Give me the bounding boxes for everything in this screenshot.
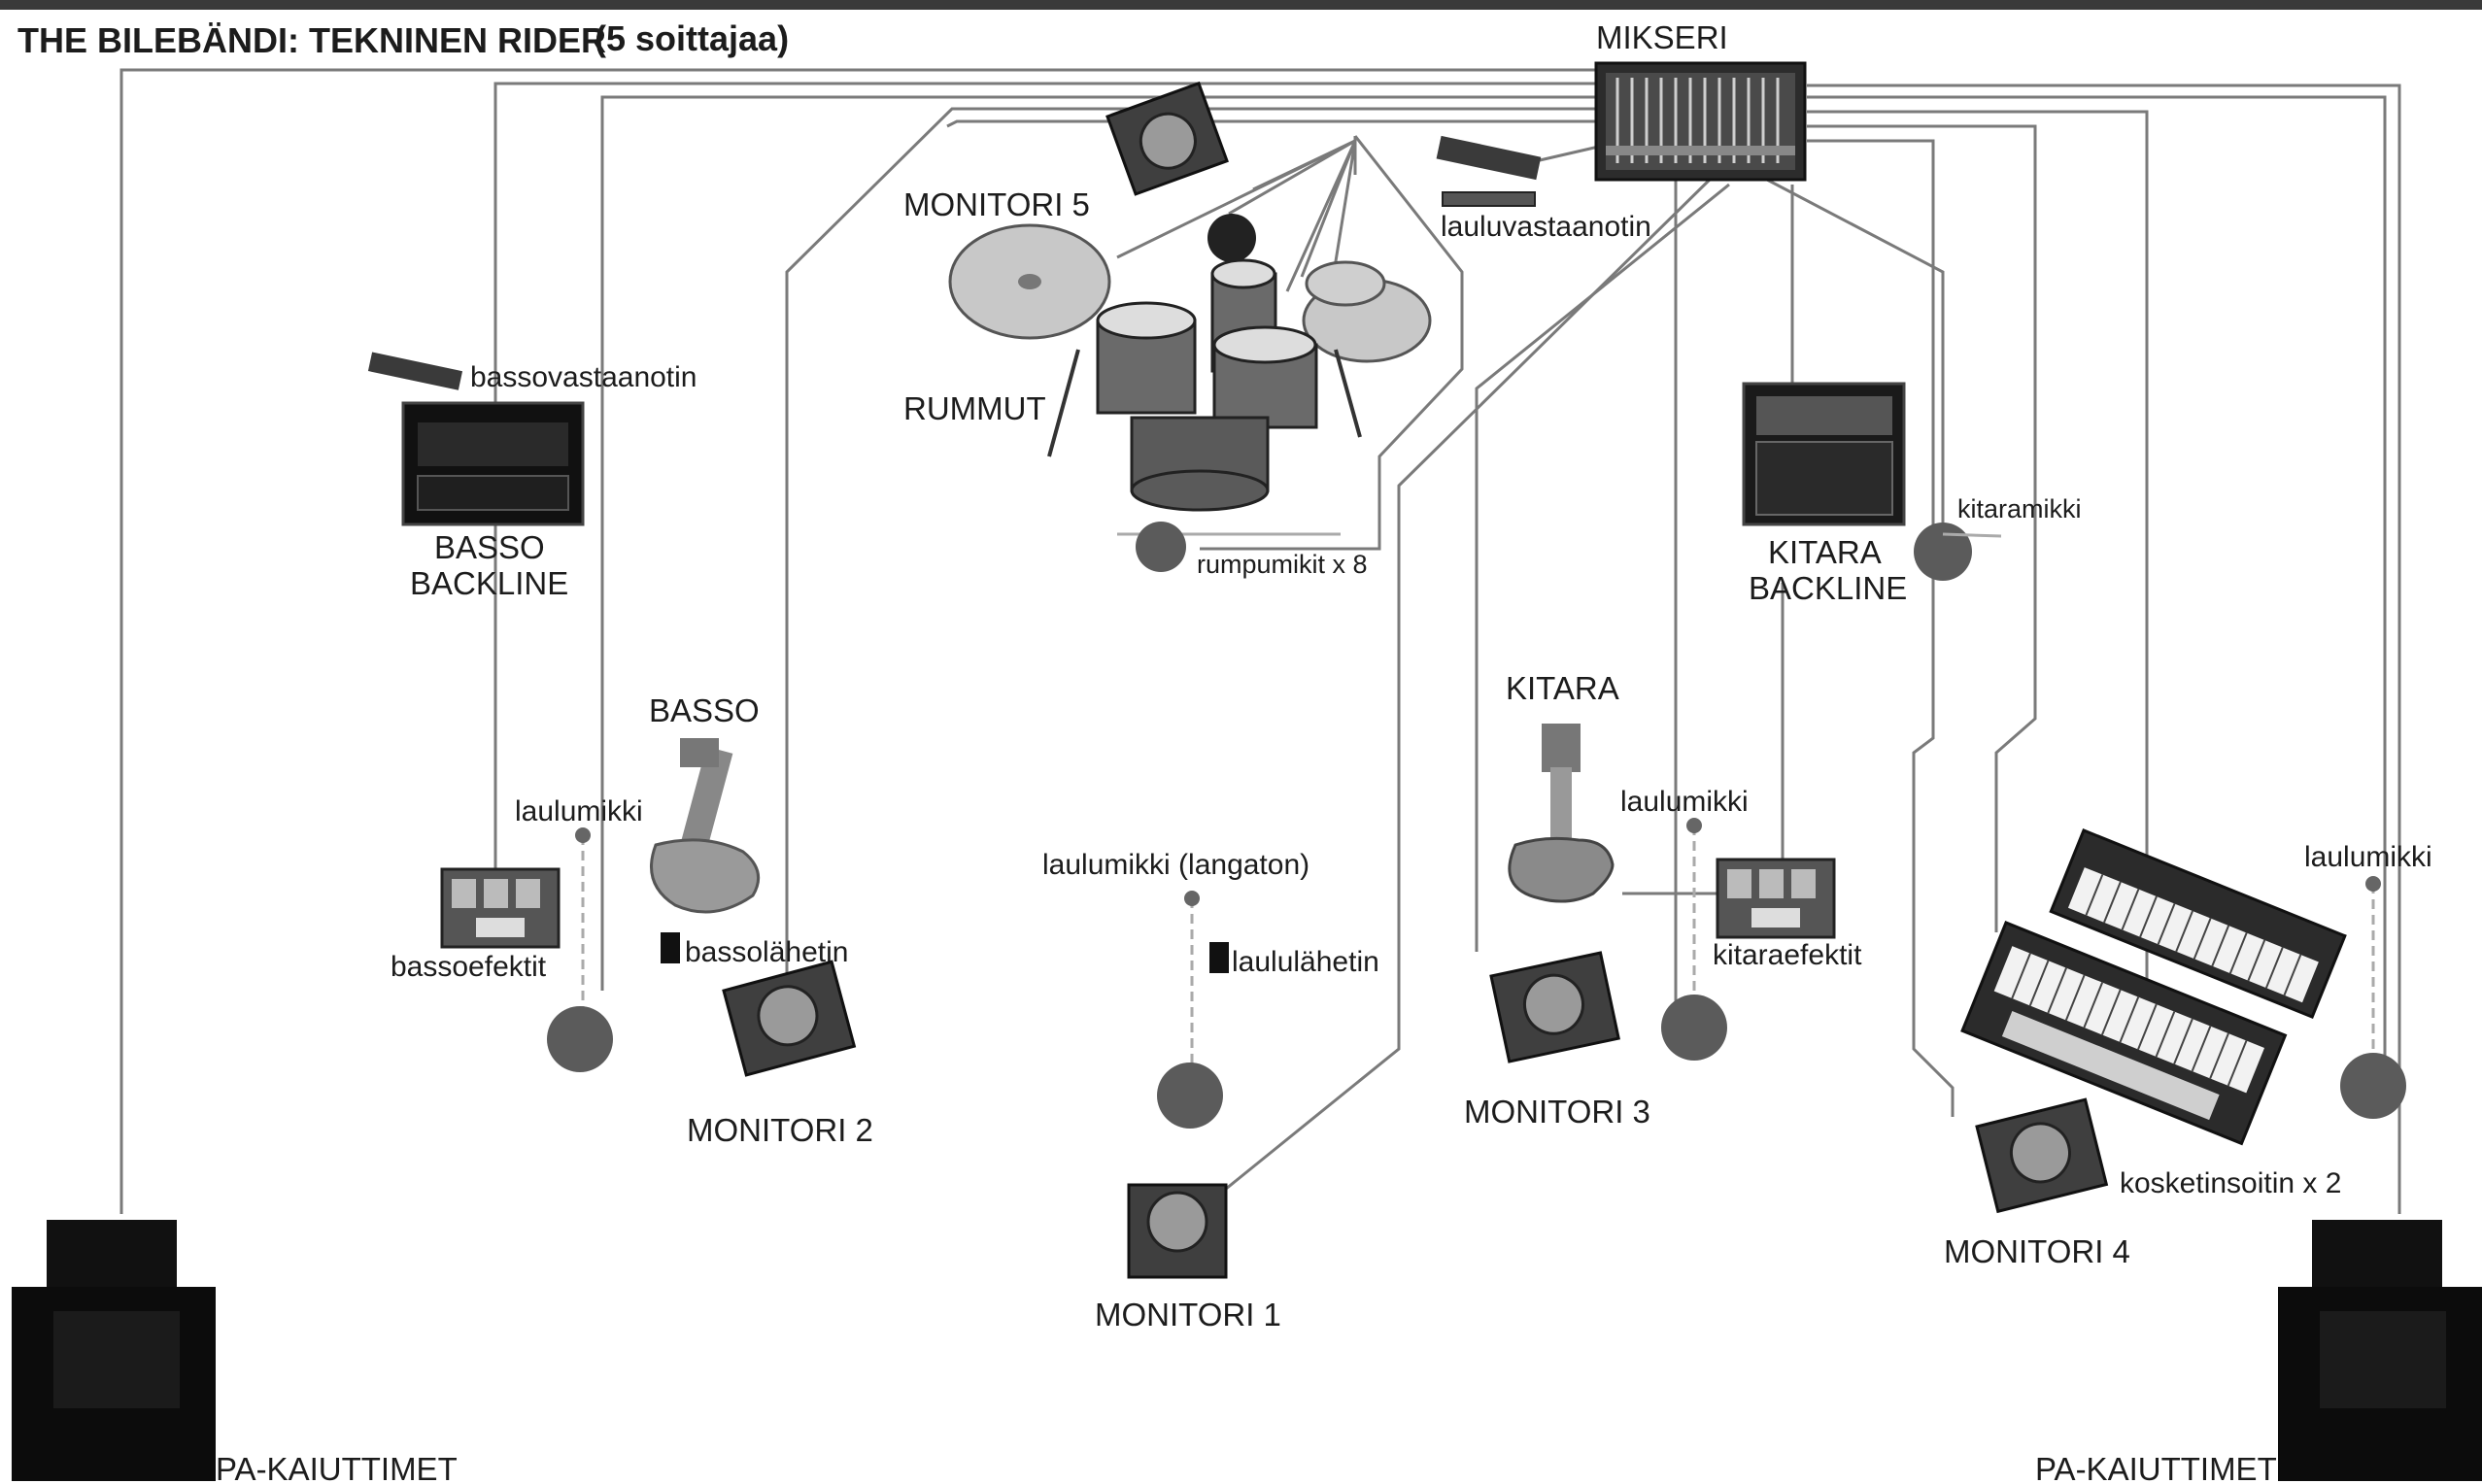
vocal-mic-mid-right-label: laulumikki <box>1620 786 1749 818</box>
guitar-mic-label: kitaramikki <box>1957 494 2082 523</box>
guitar-backline-label-1: KITARA <box>1768 534 1882 570</box>
vocal-mic-mid-right <box>1661 818 1727 1061</box>
vocal-receiver-label: lauluvastaanotin <box>1441 211 1651 243</box>
guitar-effects-pedalboard <box>1716 858 1836 939</box>
monitor-4 <box>1975 1097 2109 1214</box>
monitor-4-label: MONITORI 4 <box>1944 1233 2130 1269</box>
pa-left-label: PA-KAIUTTIMET <box>216 1451 458 1484</box>
bass-amp <box>401 401 585 526</box>
drums-label: RUMMUT <box>903 390 1046 426</box>
vocal-mic-right <box>2340 876 2406 1119</box>
bass-guitar-icon <box>650 738 761 914</box>
monitor-2-label: MONITORI 2 <box>687 1112 873 1148</box>
monitor-1-label: MONITORI 1 <box>1095 1297 1281 1332</box>
vocal-transmitter-label: laululähetin <box>1232 946 1379 978</box>
pa-speaker-right <box>2278 1220 2482 1481</box>
bass-backline-label-1: BASSO <box>434 529 545 565</box>
pa-right-label: PA-KAIUTTIMET <box>2035 1451 2277 1484</box>
guitar-mic <box>1914 523 2002 581</box>
guitar-backline-label-2: BACKLINE <box>1749 570 1907 606</box>
bass-effects-label: bassoefektit <box>391 951 547 983</box>
guitar-label: KITARA <box>1506 670 1619 706</box>
page-title: THE BILEBÄNDI: TEKNINEN RIDER <box>17 20 606 60</box>
vocal-receiver <box>1436 135 1542 207</box>
monitor-3-label: MONITORI 3 <box>1464 1094 1650 1130</box>
bass-transmitter-label: bassolähetin <box>685 936 848 968</box>
bass-effects-pedalboard <box>440 867 561 949</box>
monitor-1 <box>1127 1183 1228 1279</box>
keyboards-label: kosketinsoitin x 2 <box>2120 1167 2341 1199</box>
pa-speaker-left <box>12 1220 216 1481</box>
guitar-icon <box>1508 724 1615 903</box>
bass-backline-label-2: BACKLINE <box>410 565 568 601</box>
bass-receiver-label: bassovastaanotin <box>470 361 697 393</box>
guitar-effects-label: kitaraefektit <box>1713 939 1862 971</box>
mixer <box>1594 61 1807 182</box>
keyboards <box>1960 828 2347 1146</box>
monitor-2 <box>722 960 857 1077</box>
mixer-label: MIKSERI <box>1596 19 1728 55</box>
vocal-mic-right-label: laulumikki <box>2304 841 2432 873</box>
bass-transmitter <box>661 932 680 963</box>
monitor-3 <box>1489 951 1620 1063</box>
page-subtitle: (5 soittajaa) <box>595 18 789 58</box>
cable-lines <box>119 68 2401 1216</box>
monitor-5 <box>1105 81 1229 196</box>
vocal-mic-left <box>547 827 613 1072</box>
bass-label: BASSO <box>649 692 760 728</box>
guitar-amp <box>1742 382 1906 526</box>
vocal-mic-wireless <box>1157 891 1229 1129</box>
vocal-mic-wireless-label: laulumikki (langaton) <box>1042 849 1309 881</box>
drum-mic-stand <box>1117 522 1341 572</box>
bass-receiver <box>367 352 463 390</box>
vocal-mic-left-label: laulumikki <box>515 795 643 827</box>
top-border <box>0 0 2482 10</box>
drum-mics-label: rumpumikit x 8 <box>1197 550 1368 579</box>
drum-kit <box>948 214 1432 512</box>
monitor-5-label: MONITORI 5 <box>903 186 1090 222</box>
